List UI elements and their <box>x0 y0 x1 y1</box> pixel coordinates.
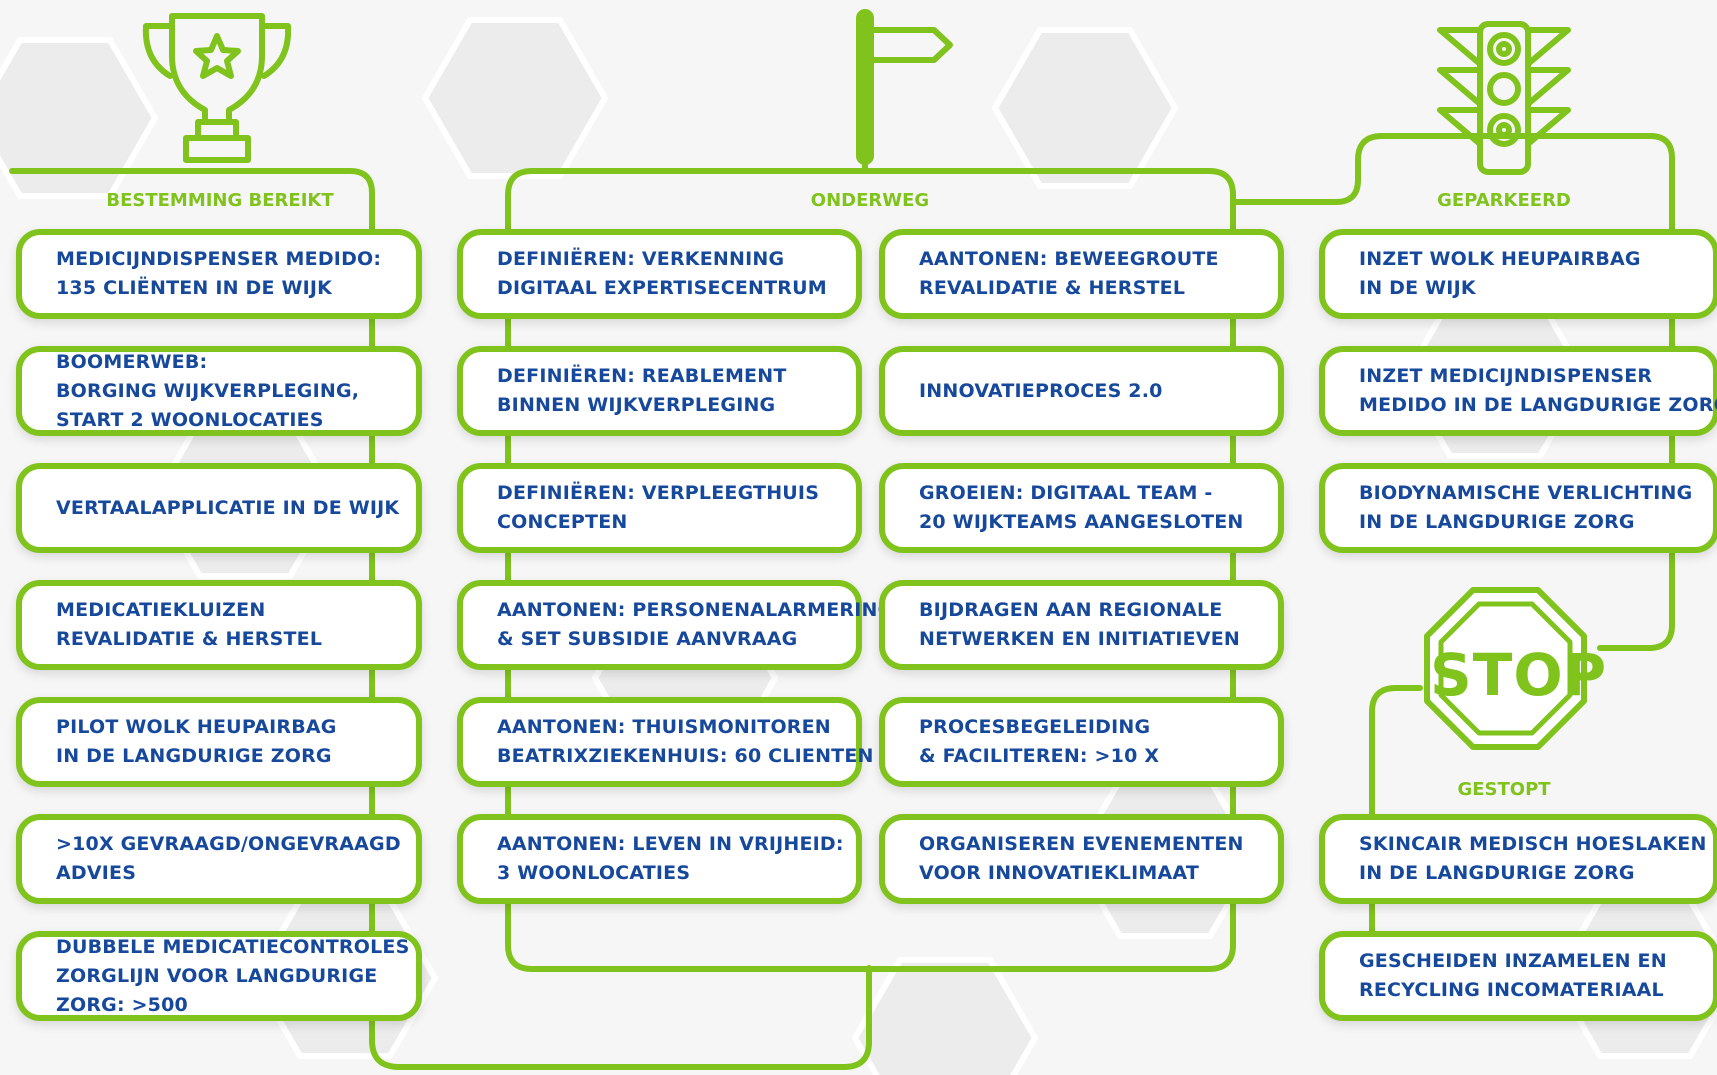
gestopt-path-line <box>1369 685 1423 971</box>
card-text-line: >10X GEVRAAGD/ONGEVRAAGD <box>56 833 401 855</box>
card-text-line: ORGANISEREN EVENEMENTEN <box>919 833 1244 855</box>
card-text-line: IN DE LANGDURIGE ZORG <box>1359 862 1635 884</box>
card-text-line: DEFINIËREN: REABLEMENT <box>497 365 787 387</box>
card-text-line: REVALIDATIE & HERSTEL <box>919 277 1186 299</box>
card-text-line: RECYCLING INCOMATERIAAL <box>1359 979 1664 1001</box>
card-text-line: DIGITAAL EXPERTISECENTRUM <box>497 277 827 299</box>
card-text-line: MEDICATIEKLUIZEN <box>56 599 266 621</box>
card-text-line: BIJDRAGEN AAN REGIONALE <box>919 599 1223 621</box>
card-text-line: START 2 WOONLOCATIES <box>56 408 324 431</box>
card-bereikt-items-5: PILOT WOLK HEUPAIRBAG IN DE LANGDURIGE ZO… <box>16 697 422 787</box>
card-text-line: NETWERKEN EN INITIATIEVEN <box>919 628 1241 650</box>
card-text-line: ZORG: >500 <box>56 993 188 1016</box>
card-text-line: GESCHEIDEN INZAMELEN EN <box>1359 950 1667 972</box>
traffic-light-icon <box>1437 21 1571 175</box>
card-text-line: ZORGLIJN VOOR LANGDURIGE <box>56 964 378 987</box>
stop-sign-icon <box>1424 587 1587 750</box>
card-text-line: MEDIDO IN DE LANGDURIGE ZORG <box>1359 394 1717 416</box>
card-text-line: PROCESBEGELEIDING <box>919 716 1151 738</box>
card-text-line: CONCEPTEN <box>497 511 628 533</box>
card-text-line: GROEIEN: DIGITAAL TEAM - <box>919 482 1213 504</box>
heading-bestemming-bereikt: BESTEMMING BEREIKT <box>106 190 334 211</box>
onderweg-frame <box>505 168 1236 972</box>
card-text-line: 3 WOONLOCATIES <box>497 862 691 884</box>
card-geparkeerd-items-2: INZET MEDICIJNDISPENSER MEDIDO IN DE LANG… <box>1319 346 1717 436</box>
card-text-line: 20 WIJKTEAMS AANGESLOTEN <box>919 511 1244 533</box>
card-text-line: ADVIES <box>56 862 137 884</box>
card-bereikt-items-7: DUBBELE MEDICATIECONTROLES ZORGLIJN VOOR … <box>16 931 422 1021</box>
card-text-line: DEFINIËREN: VERKENNING <box>497 248 785 270</box>
card-onderweg-right-items-6: ORGANISEREN EVENEMENTEN VOOR INNOVATIEKLI… <box>879 814 1284 904</box>
card-bereikt-items-2: BOOMERWEB: BORGING WIJKVERPLEGING, START 2… <box>16 346 422 436</box>
heading-geparkeerd: GEPARKEERD <box>1437 190 1571 211</box>
card-text-line: & SET SUBSIDIE AANVRAAG <box>497 628 798 650</box>
card-text-line: BINNEN WIJKVERPLEGING <box>497 394 776 416</box>
card-text-line: INZET MEDICIJNDISPENSER <box>1359 365 1653 387</box>
card-onderweg-left-items-6: AANTONEN: LEVEN IN VRIJHEID: 3 WOONLOCATI… <box>457 814 862 904</box>
card-text-line: BOOMERWEB: <box>56 350 208 373</box>
heading-onderweg: ONDERWEG <box>810 190 930 211</box>
card-text-line: VERTAALAPPLICATIE IN DE WIJK <box>56 496 400 519</box>
card-onderweg-right-items-3: GROEIEN: DIGITAAL TEAM - 20 WIJKTEAMS AAN… <box>879 463 1284 553</box>
card-text-line: IN DE WIJK <box>1359 277 1476 299</box>
card-onderweg-right-items-5: PROCESBEGELEIDING & FACILITEREN: >10 X <box>879 697 1284 787</box>
card-onderweg-left-items-5: AANTONEN: THUISMONITOREN BEATRIXZIEKENHUI… <box>457 697 874 787</box>
card-text-line: BEATRIXZIEKENHUIS: 60 CLIENTEN <box>497 745 874 767</box>
card-text-line: IN DE LANGDURIGE ZORG <box>56 745 332 767</box>
card-text-line: AANTONEN: THUISMONITOREN <box>497 716 831 738</box>
card-onderweg-right-items-4: BIJDRAGEN AAN REGIONALE NETWERKEN EN INIT… <box>879 580 1284 670</box>
card-text-line: SKINCAIR MEDISCH HOESLAKEN <box>1359 833 1707 855</box>
card-text-line: DUBBELE MEDICATIECONTROLES <box>56 935 410 958</box>
card-text-line: AANTONEN: LEVEN IN VRIJHEID: <box>497 833 844 855</box>
left-path-line <box>9 168 872 1070</box>
card-onderweg-left-items-1: DEFINIËREN: VERKENNING DIGITAAL EXPERTISE… <box>457 229 862 319</box>
card-text-line: BIODYNAMISCHE VERLICHTING <box>1359 482 1693 504</box>
card-onderweg-left-items-3: DEFINIËREN: VERPLEEGTHUIS CONCEPTEN <box>457 463 862 553</box>
card-text-line: IN DE LANGDURIGE ZORG <box>1359 511 1635 533</box>
card-gestopt-items-1: SKINCAIR MEDISCH HOESLAKEN IN DE LANGDURI… <box>1319 814 1717 904</box>
card-text-line: PILOT WOLK HEUPAIRBAG <box>56 716 337 738</box>
card-geparkeerd-items-3: BIODYNAMISCHE VERLICHTING IN DE LANGDURIG… <box>1319 463 1717 553</box>
card-text-line: VOOR INNOVATIEKLIMAAT <box>919 862 1199 884</box>
card-text-line: 135 CLIËNTEN IN DE WIJK <box>56 277 333 299</box>
card-bereikt-items-4: MEDICATIEKLUIZEN REVALIDATIE & HERSTEL <box>16 580 422 670</box>
card-bereikt-items-6: >10X GEVRAAGD/ONGEVRAAGD ADVIES <box>16 814 422 904</box>
card-bereikt-items-3: VERTAALAPPLICATIE IN DE WIJK <box>16 463 422 553</box>
card-text-line: MEDICIJNDISPENSER MEDIDO: <box>56 248 382 270</box>
card-gestopt-items-2: GESCHEIDEN INZAMELEN EN RECYCLING INCOMAT… <box>1319 931 1717 1021</box>
card-onderweg-left-items-2: DEFINIËREN: REABLEMENT BINNEN WIJKVERPLEG… <box>457 346 862 436</box>
card-text-line: BORGING WIJKVERPLEGING, <box>56 379 360 402</box>
card-onderweg-right-items-2: INNOVATIEPROCES 2.0 <box>879 346 1284 436</box>
card-bereikt-items-1: MEDICIJNDISPENSER MEDIDO: 135 CLIËNTEN IN… <box>16 229 422 319</box>
card-text-line: INNOVATIEPROCES 2.0 <box>919 379 1163 402</box>
card-text-line: AANTONEN: BEWEEGROUTE <box>919 248 1219 270</box>
card-text-line: REVALIDATIE & HERSTEL <box>56 628 323 650</box>
card-onderweg-right-items-1: AANTONEN: BEWEEGROUTE REVALIDATIE & HERST… <box>879 229 1284 319</box>
card-text-line: DEFINIËREN: VERPLEEGTHUIS <box>497 482 820 504</box>
stop-sign-label: STOP <box>1430 641 1608 709</box>
signpost-icon <box>856 9 953 165</box>
card-onderweg-left-items-4: AANTONEN: PERSONENALARMERING & SET SUBSID… <box>457 580 894 670</box>
card-geparkeerd-items-1: INZET WOLK HEUPAIRBAG IN DE WIJK <box>1319 229 1717 319</box>
card-text-line: & FACILITEREN: >10 X <box>919 745 1160 767</box>
trophy-icon <box>142 13 292 163</box>
card-text-line: AANTONEN: PERSONENALARMERING <box>497 599 894 621</box>
heading-gestopt: GESTOPT <box>1457 779 1551 800</box>
card-text-line: INZET WOLK HEUPAIRBAG <box>1359 248 1641 270</box>
